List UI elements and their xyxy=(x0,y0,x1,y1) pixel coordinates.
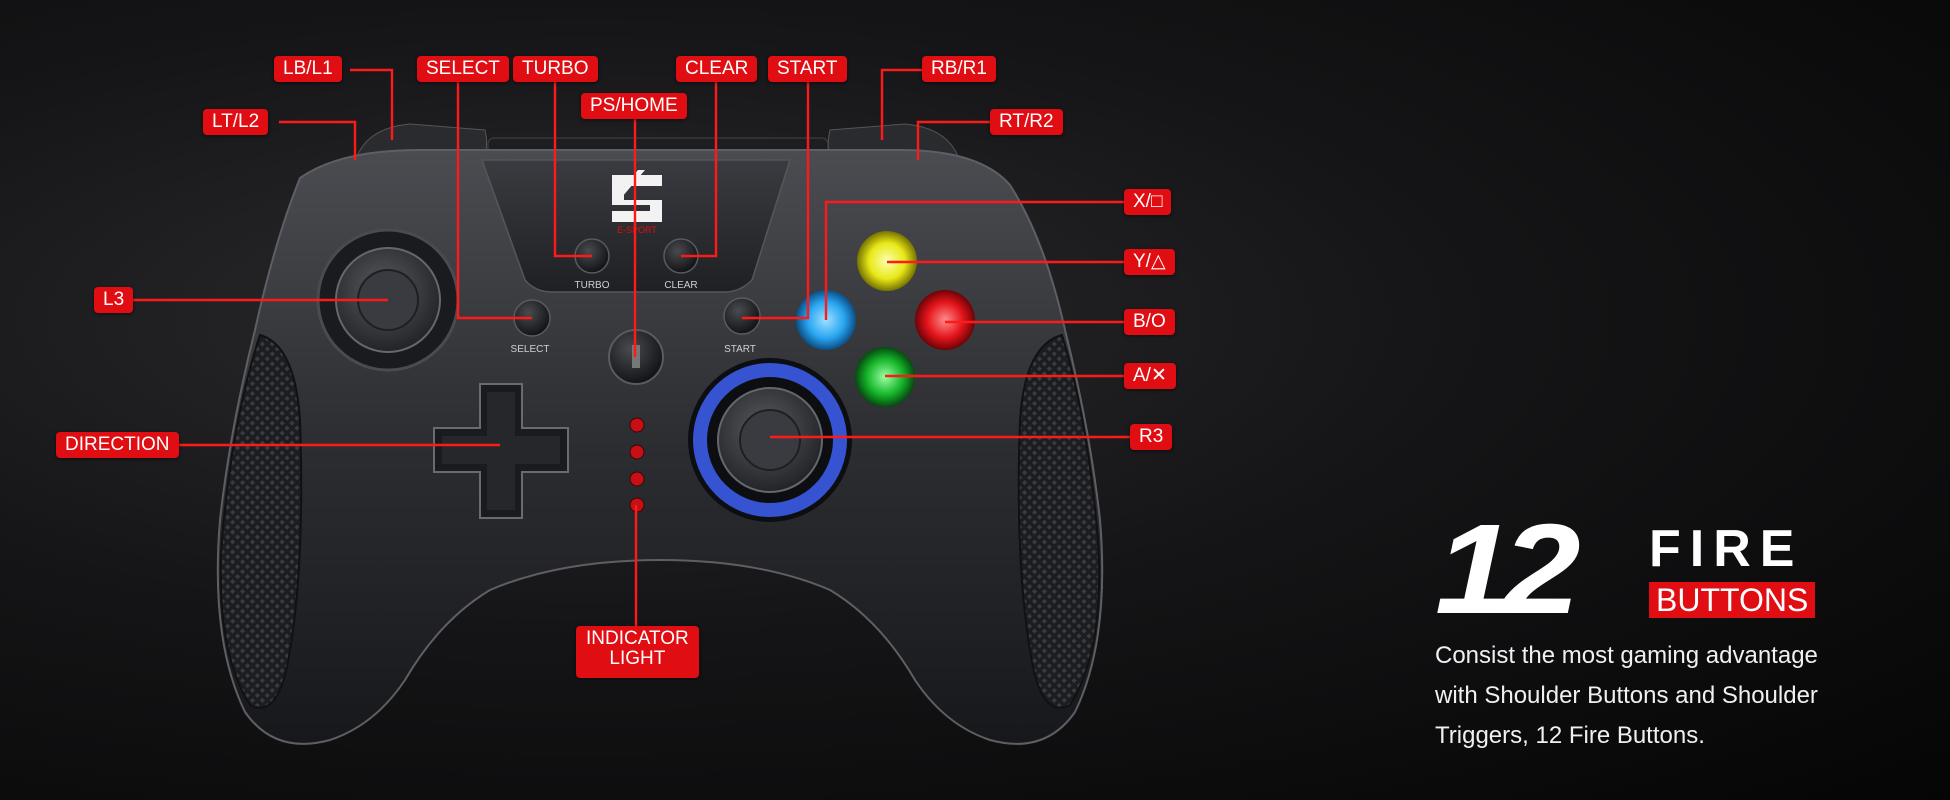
callout-lines xyxy=(132,68,1133,628)
callout-lt-l2: LT/L2 xyxy=(203,109,269,135)
description: Consist the most gaming advantage with S… xyxy=(1435,636,1895,756)
callout-direction: DIRECTION xyxy=(56,432,179,458)
headline-buttons: BUTTONS xyxy=(1649,582,1816,618)
callout-rt-r2: RT/R2 xyxy=(990,109,1063,135)
clear-print-label: CLEAR xyxy=(664,280,697,291)
right-stick-ring xyxy=(693,363,847,517)
indicator-line-2: LIGHT xyxy=(609,648,666,669)
callout-indicator-light: INDICATOR LIGHT xyxy=(576,626,699,678)
b-button xyxy=(915,290,975,350)
dpad-icon xyxy=(433,383,569,519)
start-print-label: START xyxy=(724,344,756,355)
led-3 xyxy=(629,471,645,487)
left-grip xyxy=(219,333,303,709)
headline-fire: FIRE xyxy=(1649,520,1804,578)
headline-number: 12 xyxy=(1435,498,1581,641)
right-grip xyxy=(1017,333,1101,709)
start-button xyxy=(723,297,761,335)
callout-x-square: X/□ xyxy=(1124,189,1172,215)
select-print-label: SELECT xyxy=(511,344,550,355)
callout-start: START xyxy=(768,56,847,82)
callout-lb-l1: LB/L1 xyxy=(274,56,342,82)
callout-y-triangle: Y/△ xyxy=(1124,249,1175,275)
callout-a-cross: A/✕ xyxy=(1124,363,1176,389)
turbo-print-label: TURBO xyxy=(575,280,610,291)
logo-text: E-SPORT xyxy=(617,225,657,235)
brand-logo-icon xyxy=(612,170,662,222)
callout-clear: CLEAR xyxy=(676,56,758,82)
description-line-1: Consist the most gaming advantage xyxy=(1435,642,1818,669)
callout-turbo: TURBO xyxy=(513,56,598,82)
callout-rb-r1: RB/R1 xyxy=(922,56,996,82)
callout-r3: R3 xyxy=(1130,424,1173,450)
callout-l3: L3 xyxy=(94,287,134,313)
led-1 xyxy=(629,417,645,433)
callout-select: SELECT xyxy=(417,56,509,82)
description-line-3: Triggers, 12 Fire Buttons. xyxy=(1435,722,1705,749)
callout-b-circle: B/O xyxy=(1124,309,1175,335)
headline: 12 FIRE BUTTONS xyxy=(1435,506,1855,634)
callout-ps-home: PS/HOME xyxy=(581,93,687,119)
description-line-2: with Shoulder Buttons and Shoulder xyxy=(1435,682,1818,709)
indicator-line-1: INDICATOR xyxy=(586,628,689,649)
led-2 xyxy=(629,444,645,460)
